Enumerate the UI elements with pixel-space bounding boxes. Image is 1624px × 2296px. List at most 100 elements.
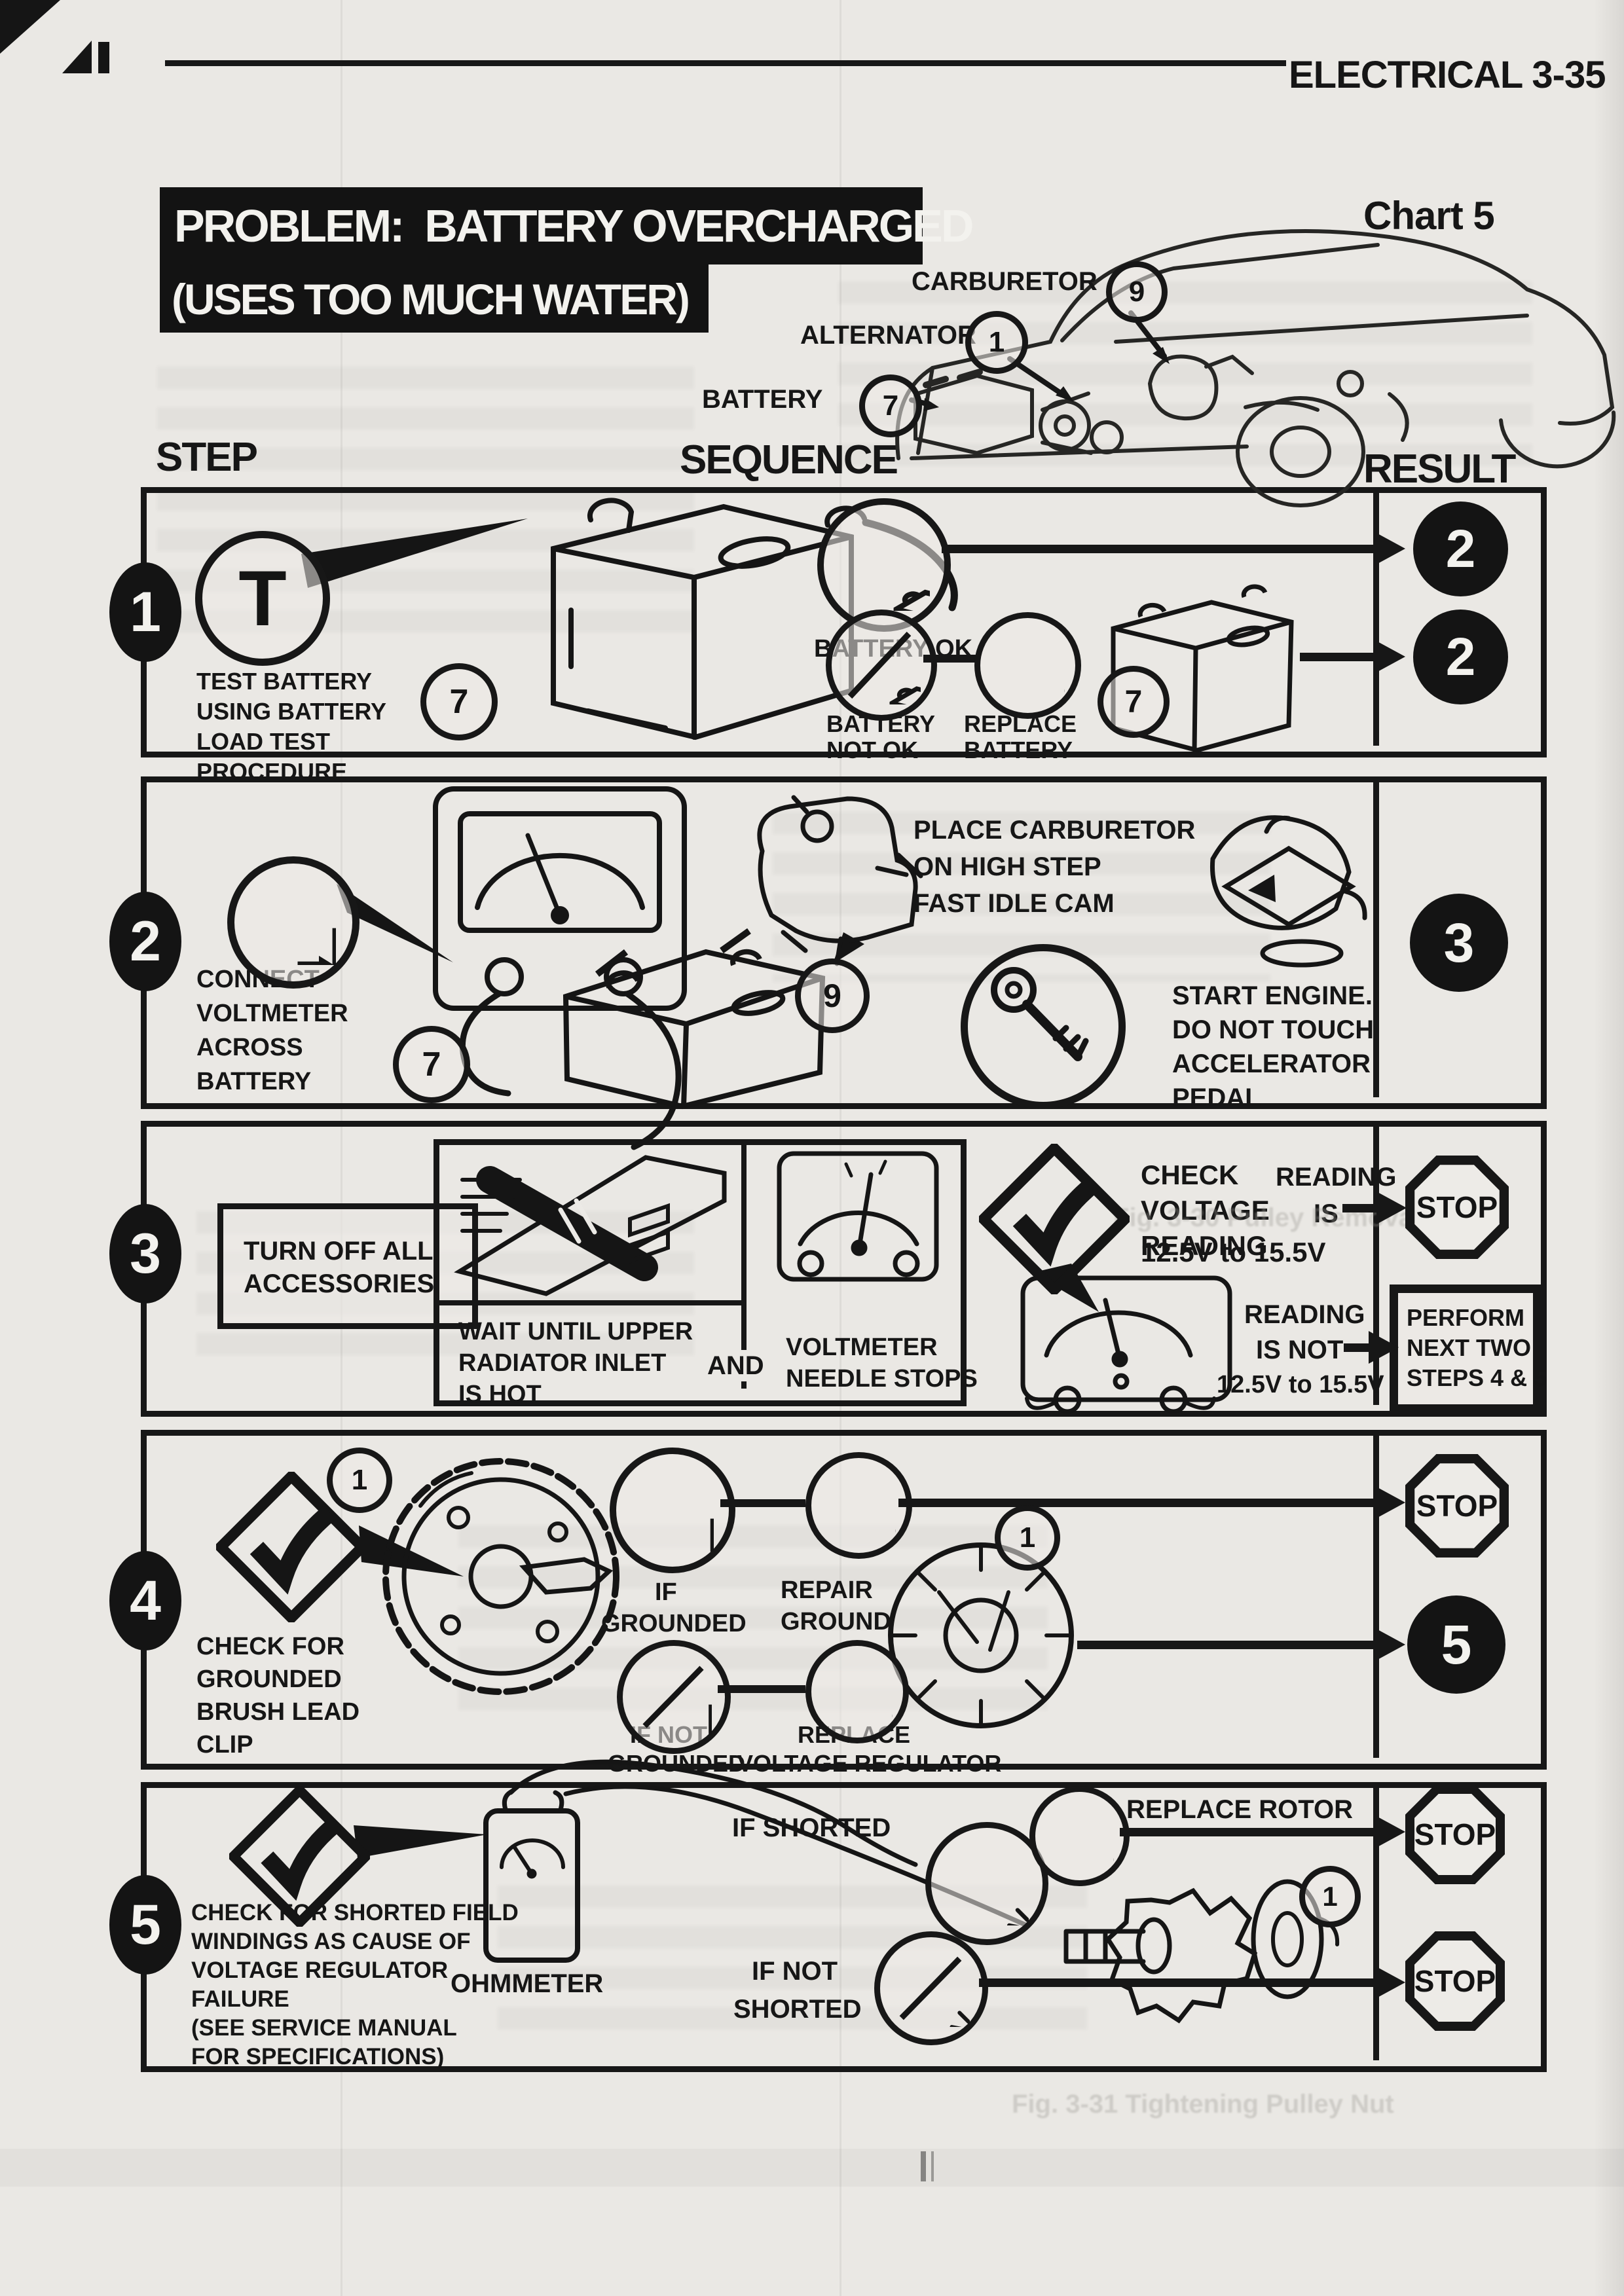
stop-sign-step5a: STOP	[1405, 1785, 1505, 1884]
result-number: 3	[1443, 911, 1475, 974]
replace-battery-label: REPLACE BATTERY	[964, 711, 1077, 763]
reading-not-line2: IS NOT	[1256, 1336, 1344, 1364]
line: GROUNDED	[196, 1666, 342, 1693]
wait-note: WAIT UNTIL UPPER RADIATOR INLET IS HOT	[458, 1316, 693, 1410]
load-tester-icon: T	[195, 531, 330, 666]
scan-band	[0, 2149, 1624, 2187]
callout-alternator-label: ALTERNATOR	[800, 321, 976, 350]
step2-carburetor-number: 9	[795, 958, 870, 1033]
line: VOLTAGE REGULATOR	[737, 1750, 1002, 1777]
line: NEXT TWO	[1407, 1334, 1531, 1361]
line: PERFORM	[1407, 1304, 1524, 1331]
problem-title-bar	[160, 187, 923, 264]
step1-result-divider	[1373, 493, 1379, 746]
line: TEST BATTERY	[196, 668, 372, 695]
check-diamond-icon	[229, 1786, 370, 1927]
wait-panel	[434, 1139, 967, 1406]
connect-voltmeter-icon	[227, 856, 360, 989]
step5-rotor-number: 1	[1299, 1866, 1361, 1927]
line: BATTERY	[964, 737, 1073, 763]
reading-is-line2: IS	[1314, 1199, 1338, 1228]
part-number: 9	[1128, 276, 1145, 308]
arrowhead	[1375, 640, 1405, 673]
arrow-if-not-shorted	[979, 1978, 1376, 1987]
part-number: 1	[351, 1464, 368, 1496]
arrow-battery-not-ok	[1300, 653, 1376, 661]
arrow-reading-ok	[1342, 1204, 1380, 1212]
start-engine-note: START ENGINE. DO NOT TOUCH ACCELERATOR P…	[1172, 979, 1374, 1115]
step-number-text: 1	[130, 580, 161, 644]
header-rule	[165, 60, 1286, 66]
line: PROCEDURE	[196, 758, 348, 785]
line: ACCELERATOR	[1172, 1049, 1371, 1078]
if-grounded-label: IF GROUNDED	[601, 1576, 747, 1639]
arrowhead	[1375, 1966, 1405, 1999]
line: (SEE SERVICE MANUAL	[191, 2015, 457, 2041]
part-number: 1	[1019, 1522, 1036, 1554]
part-number: 7	[882, 390, 899, 422]
column-step: STEP	[156, 435, 258, 480]
arrow-if-not-grounded	[1077, 1641, 1376, 1649]
part-number: 7	[422, 1046, 441, 1084]
part-number: 7	[449, 683, 469, 721]
wait-panel-hdivider	[439, 1300, 741, 1305]
line: IF	[655, 1578, 677, 1606]
arrow-if-grounded	[898, 1499, 1376, 1507]
step1-ok-result: 2	[1413, 501, 1508, 596]
callout-carburetor-number: 9	[1106, 261, 1168, 323]
stop-sign-step3: STOP	[1405, 1156, 1509, 1259]
step2-battery-number: 7	[393, 1026, 470, 1103]
ghost-caption-fig31: Fig. 3-31 Tightening Pulley Nut	[1012, 2090, 1394, 2119]
problem-title-bar2	[160, 264, 709, 333]
problem-title-line2: (USES TOO MUCH WATER)	[172, 275, 690, 323]
step-number-text: 3	[130, 1222, 161, 1285]
repair-ground-label: REPAIR GROUND	[781, 1575, 891, 1637]
arrowhead	[1375, 1486, 1405, 1519]
stop-text: STOP	[1414, 1964, 1496, 1998]
battery-not-ok-icon	[826, 610, 937, 721]
step5-number: 5	[109, 1875, 181, 1975]
page-title: ELECTRICAL 3-35	[1289, 54, 1606, 96]
step5-result-divider	[1373, 1788, 1379, 2060]
replace-rotor-label: REPLACE ROTOR	[1126, 1795, 1353, 1824]
reading-is-range: 12.5V to 15.5V	[1141, 1237, 1326, 1267]
if-shorted-label: IF SHORTED	[732, 1813, 891, 1842]
line: PEDAL	[1172, 1084, 1261, 1112]
stop-text: STOP	[1414, 1817, 1496, 1851]
connector	[720, 1499, 805, 1507]
check-diamond-icon	[979, 1144, 1130, 1294]
result-number: 5	[1441, 1613, 1472, 1675]
if-not-shorted-label: IF NOT SHORTED	[733, 1952, 862, 2028]
line: FOR SPECIFICATIONS)	[191, 2044, 445, 2069]
replace-battery-wrench-icon	[974, 612, 1081, 719]
chart-label: Chart 5	[1363, 194, 1495, 238]
step1-not-ok-result: 2	[1413, 610, 1508, 704]
fold-line	[840, 0, 841, 2296]
line: BATTERY	[196, 1068, 312, 1095]
repair-ground-wrench-icon	[805, 1452, 912, 1559]
line: FAILURE	[191, 1986, 289, 2012]
line: ACROSS	[196, 1034, 303, 1061]
stop-text: STOP	[1416, 1190, 1498, 1224]
connector	[923, 655, 976, 663]
arrow-if-shorted	[1120, 1828, 1376, 1836]
step1-battery-number: 7	[420, 663, 498, 740]
line: START ENGINE.	[1172, 981, 1373, 1010]
not-grounded-icon	[617, 1640, 731, 1754]
not-shorted-icon	[874, 1931, 988, 2045]
step1-instruction: TEST BATTERY USING BATTERY LOAD TEST PRO…	[196, 666, 386, 787]
step4-number: 4	[109, 1551, 181, 1650]
scan-tick	[931, 2151, 934, 2181]
arrow-battery-ok	[942, 545, 1376, 553]
part-number: 1	[988, 326, 1005, 358]
step3-result-divider	[1373, 1127, 1379, 1405]
line: ACCESSORIES	[244, 1269, 435, 1298]
line: GROUND	[781, 1608, 891, 1635]
arrow-reading-not	[1344, 1343, 1376, 1352]
arrowhead	[1376, 1192, 1407, 1224]
line: RADIATOR INLET	[458, 1349, 667, 1377]
carburetor-note: PLACE CARBURETOR ON HIGH STEP FAST IDLE …	[913, 812, 1195, 922]
callout-carburetor-label: CARBURETOR	[912, 267, 1098, 296]
callout-alternator-number: 1	[965, 311, 1028, 374]
line: VOLTMETER	[196, 1000, 348, 1027]
